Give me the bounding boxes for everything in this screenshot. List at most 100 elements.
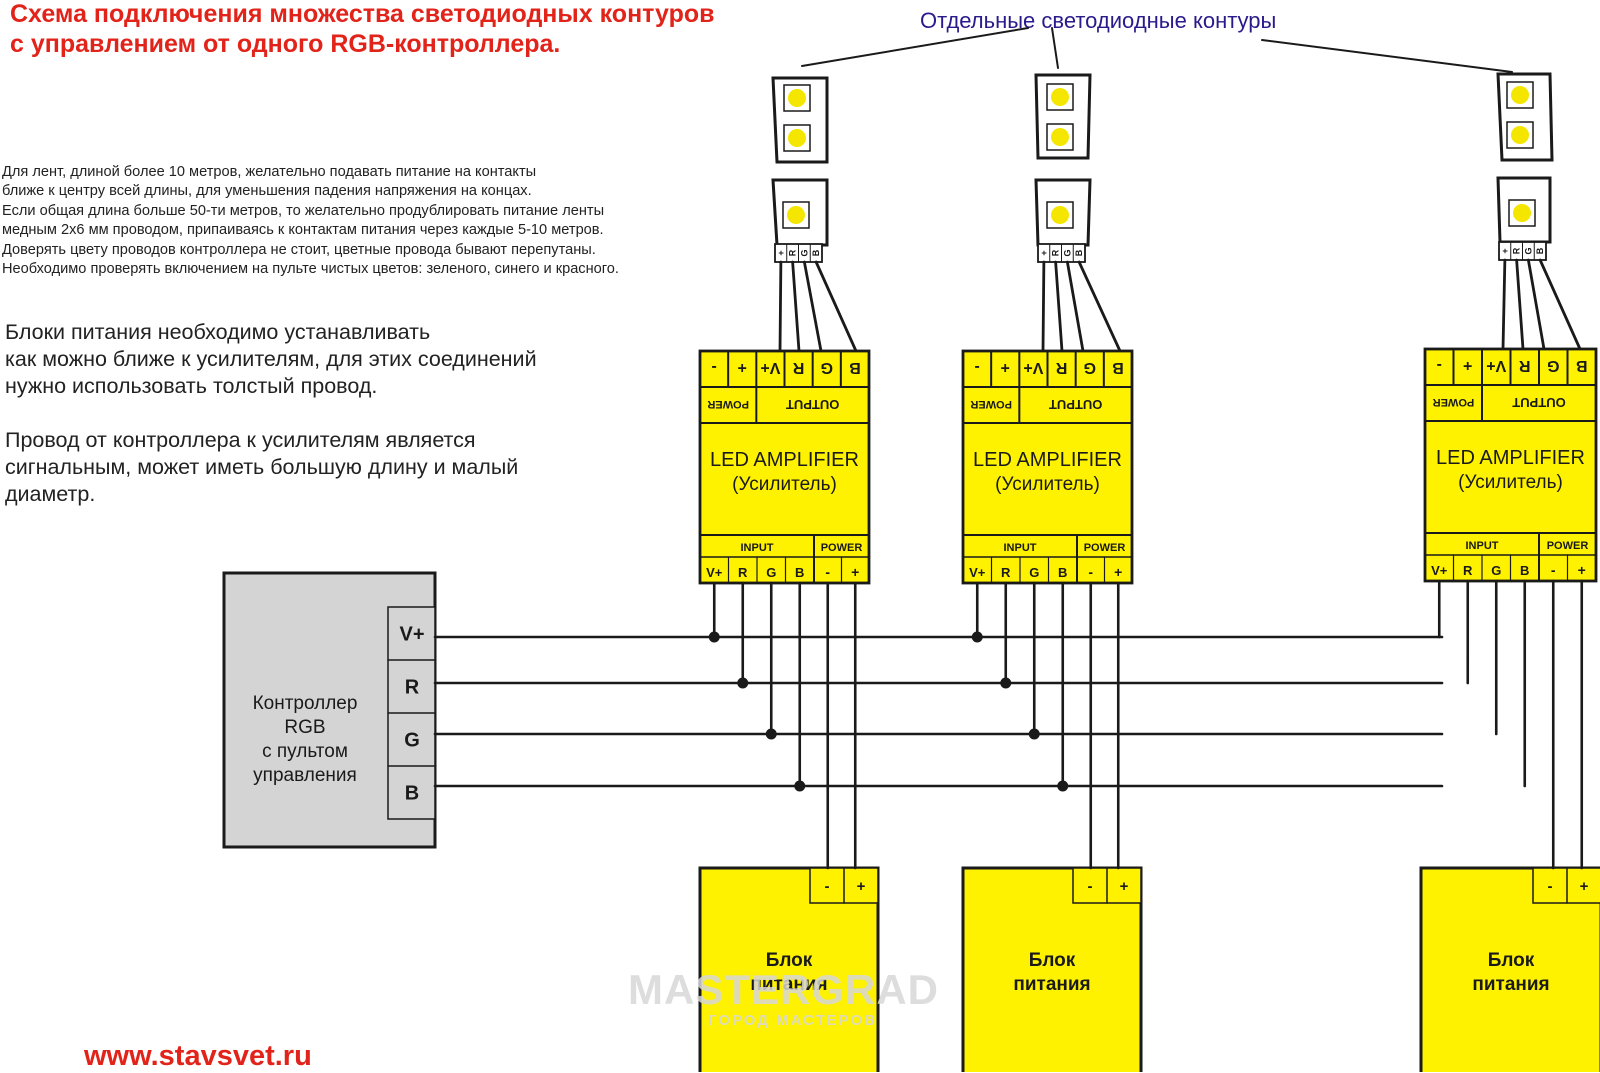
amplifier-output-pin: B [1112,359,1124,376]
amplifier-input-pin: V+ [1431,563,1448,578]
psu-pin-label: - [1088,878,1093,895]
amplifier-input-label: INPUT [1466,540,1499,552]
note-small-line: Для лент, длиной более 10 метров, желате… [2,164,537,180]
diagram-title-line-2: с управлением от одного RGB-контроллера. [10,30,561,58]
junction-dot [1057,780,1069,792]
note-big-line: нужно использовать толстый провод. [5,374,378,398]
amplifier-subtitle: (Усилитель) [1458,472,1563,493]
amplifier-input-pin: B [795,565,804,580]
header-pointer-line [801,27,1029,67]
junction-dot [1000,677,1012,689]
amplifier-power-pin: + [1114,564,1122,580]
strip-to-amplifier-wire [1538,258,1582,351]
controller-label: с пультом [262,741,348,762]
junction-dot [708,631,720,643]
amplifier-power-pin: + [1578,562,1586,578]
amplifier-output-pin: V+ [760,359,780,376]
amplifier-output-pin: R [1519,357,1531,374]
amplifier-power-label: POWER [970,398,1012,410]
strip-pin-label: B [1535,247,1545,254]
amplifier-output-pin: G [1084,359,1096,376]
controller-pin-label: G [404,730,420,752]
amplifier-output-pin: + [1463,357,1472,374]
led-amplifier [698,349,871,585]
strip-to-amplifier-wire [791,260,801,353]
controller-label: RGB [284,717,325,738]
amplifier-title: LED AMPLIFIER [1436,447,1585,469]
led-circuits-header: Отдельные светодиодные контуры [920,8,1277,33]
led-emitter [788,89,806,107]
amplifier-body [698,349,871,585]
amplifier-output-pin: B [849,359,861,376]
watermark-text: MASTERGRAD [628,966,939,1013]
strip-pin-label: + [776,250,786,255]
strip-pin-label: R [1051,249,1061,256]
amplifier-output-pin: G [1547,357,1559,374]
psu-label: питания [750,974,827,995]
psu-pin-label: + [1120,878,1129,895]
amplifier-input-pin: G [1029,565,1039,580]
amplifier-input-drop-wire [1441,662,1468,684]
led-emitter [788,129,806,147]
controller-pin-label: B [405,783,419,805]
strip-pin-label: G [1062,249,1072,256]
website-link[interactable]: www.stavsvet.ru [84,1040,312,1072]
junction-dot [1028,728,1040,740]
amplifier-output-pin: + [738,359,747,376]
note-small-line: Доверять цвету проводов контроллера не с… [2,242,596,258]
strip-pin-label: G [1523,247,1533,254]
psu-label: Блок [1488,950,1535,971]
amplifier-body [1423,347,1598,583]
led-amplifier [961,349,1134,585]
led-emitter [1511,126,1529,144]
strip-pin-label: G [799,249,809,256]
led-emitter [1051,128,1069,146]
note-small-line: Необходимо проверять включением на пульт… [2,261,619,277]
junction-dot [765,728,777,740]
controller-label: Контроллер [253,693,358,714]
watermark-subtext: ГОРОД МАСТЕРОВ [708,1012,877,1029]
strip-to-amplifier-wire [1526,258,1546,351]
header-pointer-line [1051,27,1059,69]
amplifier-title: LED AMPLIFIER [710,449,859,471]
amplifier-input-pin: R [1001,565,1011,580]
amplifier-output-label: OUTPUT [1512,395,1566,410]
amplifier-title: LED AMPLIFIER [973,449,1122,471]
amplifier-output-pin: R [1055,359,1067,376]
strip-to-amplifier-wire [1077,260,1122,353]
amplifier-output-pin: B [1576,357,1588,374]
note-big-line: Провод от контроллера к усилителям являе… [5,428,476,452]
amplifier-input-drop-wire [1441,777,1525,787]
strip-pin-label: B [1074,249,1084,256]
psu-pin-label: + [1580,878,1589,895]
psu-pin-label: - [825,878,830,895]
strip-pin-label: + [1500,248,1510,253]
psu-label: питания [1013,974,1090,995]
junction-dot [794,780,806,792]
strip-to-amplifier-wire [1515,258,1525,351]
amplifier-input-pin: G [1491,563,1501,578]
strip-to-amplifier-wire [814,260,858,353]
amplifier-input-label: INPUT [1004,542,1037,554]
psu-label: питания [1472,974,1549,995]
psu-pin-label: + [857,878,866,895]
amplifier-output-pin: R [792,359,804,376]
strip-to-amplifier-wire [1054,260,1064,353]
strip-pin-label: R [1512,247,1522,254]
amplifier-input-pin: R [1463,563,1473,578]
amplifier-output-pin: - [1437,357,1442,374]
controller-label: управления [253,765,357,786]
amplifier-power-pin: - [1088,564,1093,580]
led-emitter [1511,86,1529,104]
led-emitter [1051,206,1069,224]
junction-dot [737,677,749,689]
amplifier-input-pin: G [766,565,776,580]
note-small-line: ближе к центру всей длины, для уменьшени… [2,183,532,199]
header-pointer-line [1261,39,1513,73]
amplifier-output-pin: G [821,359,833,376]
amplifier-output-pin: + [1001,359,1010,376]
led-emitter [1513,204,1531,222]
amplifier-power-label: POWER [821,542,863,554]
amplifier-output-label: OUTPUT [1049,397,1103,412]
diagram-title-line-1: Схема подключения множества светодиодных… [10,0,715,28]
